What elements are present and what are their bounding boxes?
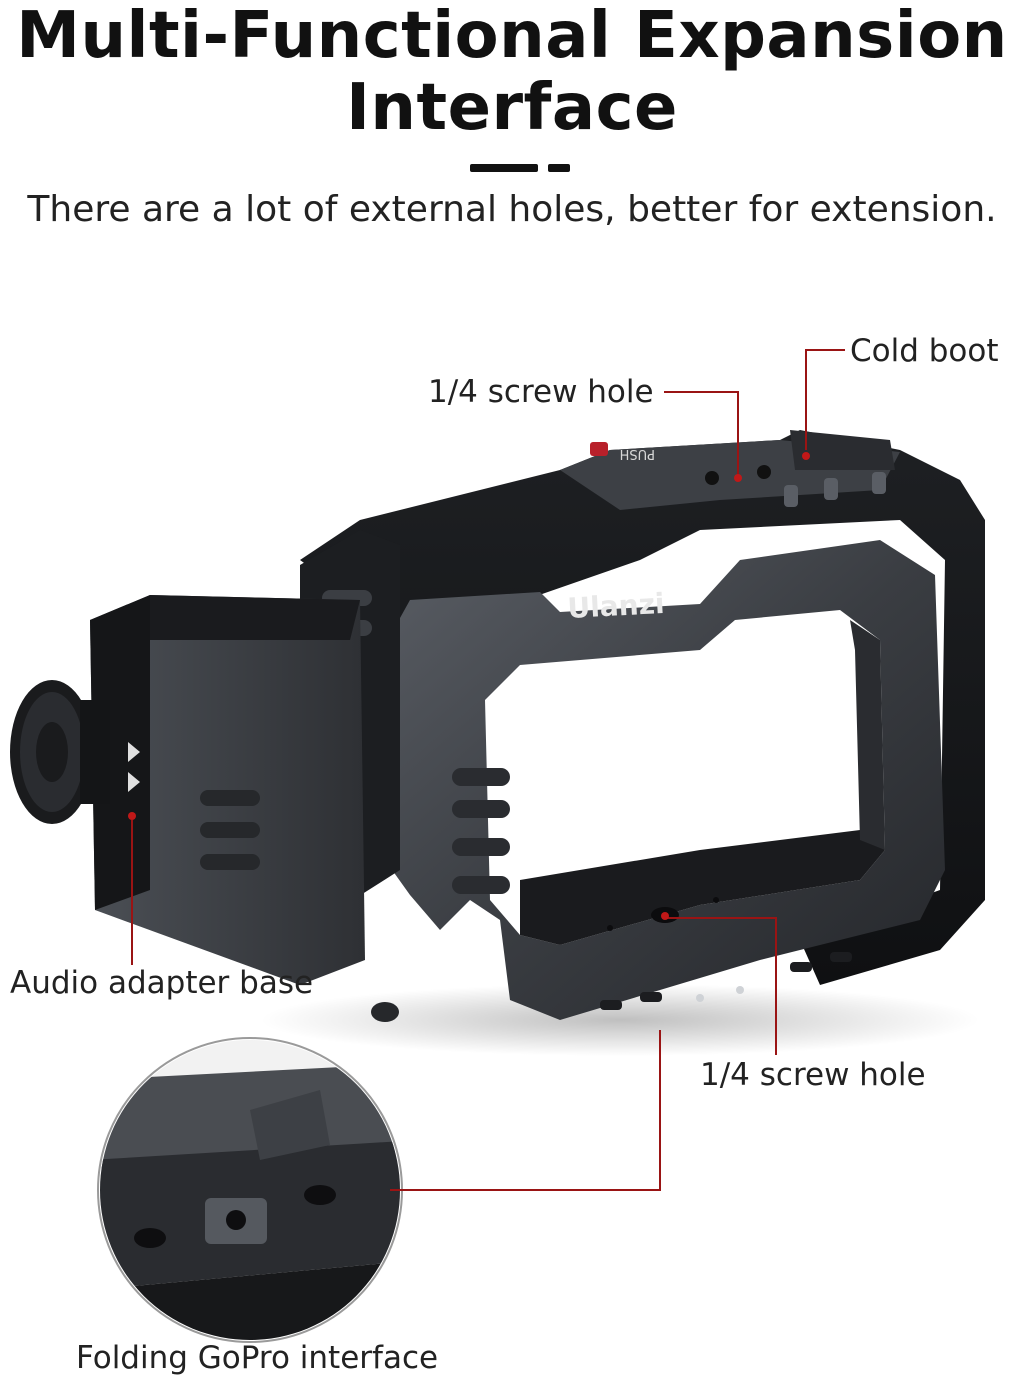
label-audio-adapter: Audio adapter base <box>10 965 314 1001</box>
bottom-lock-pins <box>696 986 744 1002</box>
push-mark: PUSH <box>620 446 655 461</box>
audio-adapter-side <box>90 595 150 910</box>
callout-dots <box>128 452 810 920</box>
title-divider-short <box>548 164 570 172</box>
top-ridges <box>784 472 886 507</box>
bottom-ridges <box>600 952 852 1010</box>
window-bottom-depth <box>520 830 885 945</box>
label-cold-boot: Cold boot <box>850 333 999 369</box>
audio-adapter-vents <box>200 790 260 870</box>
title-line-1: Multi-Functional Expansion <box>16 0 1008 73</box>
cold-boot-block <box>790 430 895 470</box>
cage-back-frame <box>300 430 985 985</box>
top-screw-hole-1 <box>705 471 719 485</box>
release-button <box>590 442 608 456</box>
label-gopro-interface: Folding GoPro interface <box>76 1340 439 1376</box>
title-divider-long <box>470 164 538 172</box>
page-title: Multi-Functional Expansion Interface <box>0 0 1024 144</box>
page-subtitle: There are a lot of external holes, bette… <box>27 189 997 230</box>
label-screw-hole-top: 1/4 screw hole <box>428 374 654 410</box>
brand-logo: Ulanzi <box>567 587 666 625</box>
zoom-detail <box>97 1037 403 1343</box>
top-screw-hole-2 <box>757 465 771 479</box>
label-screw-hole-bottom: 1/4 screw hole <box>700 1057 926 1093</box>
bottom-bolt <box>371 1002 399 1022</box>
locking-knob-icon <box>10 680 110 824</box>
bottom-pin-1 <box>607 925 613 931</box>
brand-mark-icon <box>128 742 140 792</box>
callout-lines <box>131 349 845 1191</box>
ground-shadow <box>260 984 980 1056</box>
front-vents <box>452 768 510 894</box>
window-side-depth <box>850 620 885 850</box>
bottom-pin-2 <box>713 897 719 903</box>
title-line-2: Interface <box>346 71 678 145</box>
audio-adapter-slot <box>150 595 360 640</box>
